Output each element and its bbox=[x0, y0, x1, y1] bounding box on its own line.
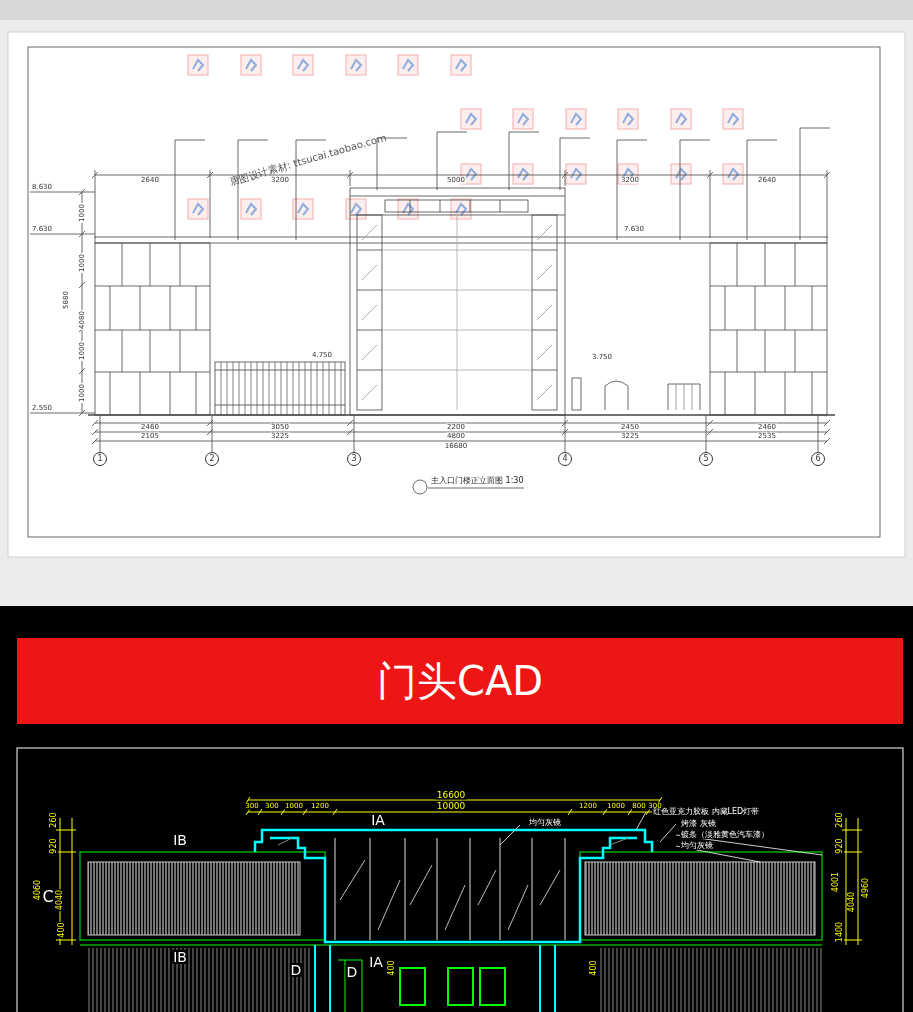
axis-number: 3 bbox=[351, 455, 356, 463]
dimension-text: 1000 bbox=[284, 803, 304, 810]
dimension-text: 2200 bbox=[446, 424, 466, 431]
axis-number: 1 bbox=[97, 455, 102, 463]
dimension-text: 2535 bbox=[757, 433, 777, 440]
dimension-text: 3225 bbox=[620, 433, 640, 440]
dimension-text: 1000 bbox=[79, 341, 86, 361]
dimension-text: 16680 bbox=[444, 443, 468, 450]
dimension-text: 400 bbox=[388, 959, 396, 976]
dimension-text: 1000 bbox=[606, 803, 626, 810]
title-banner: 门头CAD bbox=[17, 638, 903, 724]
dimension-text: 2105 bbox=[140, 433, 160, 440]
level-mark: 8.630 bbox=[31, 184, 53, 191]
dimension-text: 260 bbox=[836, 811, 844, 828]
dimension-text: 2460 bbox=[757, 424, 777, 431]
dimension-text: 5880 bbox=[63, 290, 70, 310]
dimension-text: 3200 bbox=[270, 177, 290, 184]
dimension-text: 4060 bbox=[34, 879, 42, 901]
dimension-text: 4800 bbox=[446, 433, 466, 440]
dimension-text: 10000 bbox=[436, 802, 467, 811]
dimension-text: 2640 bbox=[757, 177, 777, 184]
level-mark: 4.750 bbox=[311, 352, 333, 359]
section-mark: C bbox=[41, 889, 54, 905]
axis-circle: 2 bbox=[205, 452, 219, 466]
dimension-text: 1200 bbox=[578, 803, 598, 810]
dimension-text: 1000 bbox=[79, 203, 86, 223]
level-mark: 3.750 bbox=[591, 354, 613, 361]
dimension-text: 4040 bbox=[56, 889, 64, 911]
material-note: 均匀灰镜 bbox=[680, 842, 714, 850]
dimension-text: 400 bbox=[590, 959, 598, 976]
dimension-text: 300 bbox=[264, 803, 279, 810]
section-mark: IA bbox=[370, 813, 386, 827]
dimension-text: 920 bbox=[50, 837, 58, 854]
axis-circle: 1 bbox=[93, 452, 107, 466]
dimension-text: 920 bbox=[836, 837, 844, 854]
banner-heading: 门头CAD bbox=[377, 661, 543, 701]
section-mark: IB bbox=[172, 950, 188, 964]
drawing-caption: 主入口门楼正立面图 1:30 bbox=[430, 477, 525, 485]
material-note: 红色亚克力胶板 内藏LED灯带 bbox=[652, 808, 760, 816]
material-note: 镀条（淡雅黄色汽车漆） bbox=[680, 831, 770, 839]
dimension-text: 5000 bbox=[446, 177, 466, 184]
dimension-text: 16600 bbox=[436, 791, 467, 800]
level-mark: 2.550 bbox=[31, 405, 53, 412]
axis-circle: 3 bbox=[347, 452, 361, 466]
axis-number: 4 bbox=[562, 455, 567, 463]
dimension-text: 2640 bbox=[140, 177, 160, 184]
level-mark: 7.630 bbox=[623, 226, 645, 233]
dimension-text: 4040 bbox=[848, 891, 856, 913]
axis-number: 6 bbox=[815, 455, 820, 463]
axis-number: 2 bbox=[209, 455, 214, 463]
section-mark: D bbox=[290, 963, 303, 977]
section-mark: D bbox=[346, 965, 359, 979]
dimension-text: 800 bbox=[631, 803, 646, 810]
axis-circle: 5 bbox=[699, 452, 713, 466]
axis-number: 5 bbox=[703, 455, 708, 463]
dimension-text: 3225 bbox=[270, 433, 290, 440]
dimension-text: 1200 bbox=[310, 803, 330, 810]
material-note: 均匀灰镜 bbox=[528, 819, 562, 827]
axis-circle: 4 bbox=[558, 452, 572, 466]
axis-circle: 6 bbox=[811, 452, 825, 466]
material-note: 烤漆 灰镜 bbox=[680, 820, 717, 828]
section-mark: IA bbox=[368, 955, 384, 969]
dimension-text: 2450 bbox=[620, 424, 640, 431]
dimension-text: 1000 bbox=[79, 253, 86, 273]
dimension-text: 3200 bbox=[620, 177, 640, 184]
dimension-text: 4960 bbox=[862, 877, 870, 899]
level-mark: 7.630 bbox=[31, 226, 53, 233]
dimension-text: 1400 bbox=[836, 921, 844, 943]
dimension-text: 300 bbox=[244, 803, 259, 810]
dimension-text: 2460 bbox=[140, 424, 160, 431]
dimension-text: 400 bbox=[58, 921, 66, 938]
watermark-text: 唐图设计素材: ttsucai.taobao.com bbox=[227, 133, 388, 188]
dimension-text: 4080 bbox=[79, 310, 86, 330]
section-mark: IB bbox=[172, 833, 188, 847]
dimension-text: 4001 bbox=[832, 871, 840, 893]
dimension-text: 1000 bbox=[79, 383, 86, 403]
dimension-text: 260 bbox=[50, 811, 58, 828]
dimension-text: 3050 bbox=[270, 424, 290, 431]
